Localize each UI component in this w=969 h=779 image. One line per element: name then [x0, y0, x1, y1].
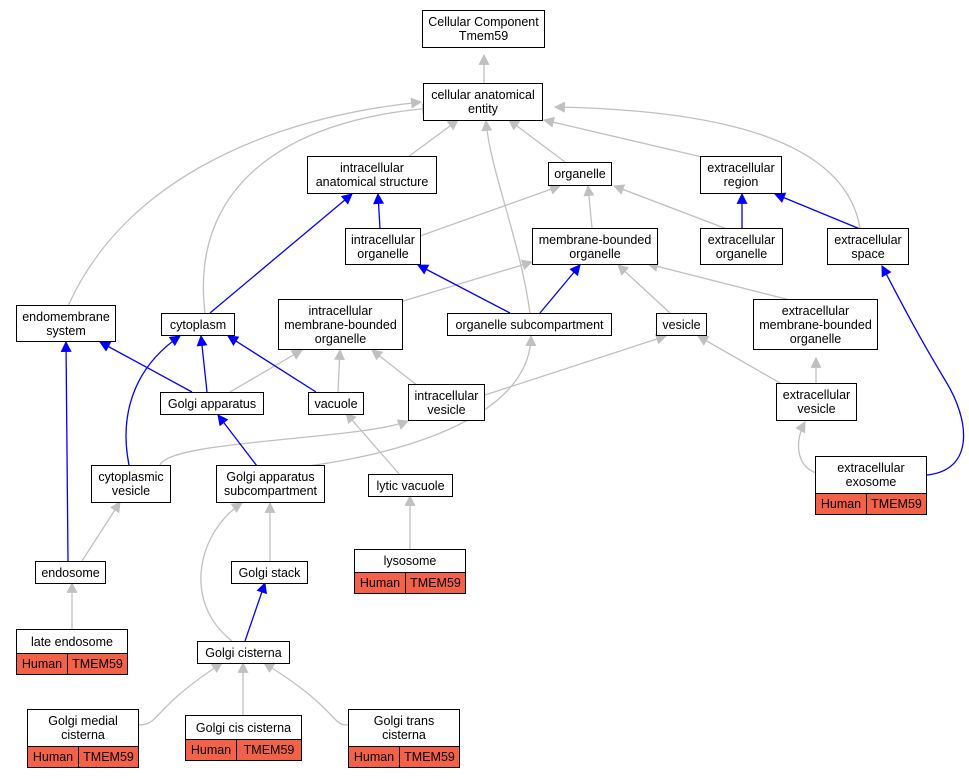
node-organelle[interactable]: organelle — [548, 162, 612, 186]
edge-gmc-gcist — [138, 662, 223, 726]
node-organelle-subcompartment[interactable]: organelle subcompartment — [447, 313, 612, 336]
species-label: Human — [28, 747, 79, 767]
node-label: extracellular exosome — [837, 461, 905, 489]
annotation-row: Human TMEM59 — [17, 653, 127, 674]
node-cellular-anatomical-entity[interactable]: cellular anatomical entity — [423, 83, 543, 121]
node-intracellular-vesicle[interactable]: intracellular vesicle — [408, 384, 485, 421]
gene-label: TMEM59 — [871, 497, 922, 511]
node-cytoplasm[interactable]: cytoplasm — [161, 313, 235, 336]
edge-ems-cae — [67, 97, 423, 307]
gene-label: TMEM59 — [410, 576, 461, 590]
edge-gcist-gstack — [244, 581, 267, 642]
edge-ecmbo-mbo — [646, 261, 791, 301]
edge-exosome-ecv — [795, 421, 817, 474]
node-membrane-bounded-organelle[interactable]: membrane-bounded organelle — [532, 228, 658, 265]
node-golgi-medial-cisterna[interactable]: Golgi medial cisterna Human TMEM59 — [27, 709, 139, 768]
edge-osub-io — [417, 264, 511, 314]
node-golgi-cisterna[interactable]: Golgi cisterna — [197, 641, 290, 664]
node-label: lysosome — [383, 554, 437, 568]
species-label: Human — [816, 494, 867, 514]
node-extracellular-region[interactable]: extracellular region — [700, 156, 782, 194]
node-golgi-trans-cisterna[interactable]: Golgi trans cisterna Human TMEM59 — [348, 709, 460, 768]
edge-iv-imbo — [371, 349, 419, 387]
node-intracellular-anatomical-structure[interactable]: intracellular anatomical structure — [307, 156, 437, 194]
edge-ecr-cae — [542, 116, 703, 158]
edge-gasub-golgi — [217, 414, 258, 467]
edge-vacuole-cyto — [227, 335, 317, 393]
edge-osub-cae — [481, 119, 531, 314]
edge-mbo-organelle — [583, 184, 595, 229]
edge-ecv-vesicle — [697, 335, 781, 384]
annotation-row: Human TMEM59 — [349, 746, 459, 767]
edge-golgi-imbo — [229, 349, 303, 393]
edge-cyto-ias — [209, 193, 353, 314]
gene-label: TMEM59 — [404, 750, 455, 764]
edge-gtc-gcist — [263, 662, 349, 726]
node-extracellular-exosome[interactable]: extracellular exosome Human TMEM59 — [815, 456, 927, 515]
node-label: late endosome — [30, 634, 113, 649]
edge-golgi-ems — [99, 341, 193, 393]
node-golgi-stack[interactable]: Golgi stack — [231, 561, 308, 584]
species-label: Human — [186, 740, 237, 760]
edge-ias-cae — [407, 119, 459, 158]
node-extracellular-vesicle[interactable]: extracellular vesicle — [776, 383, 857, 421]
edge-cv-iv — [159, 419, 410, 466]
node-vacuole[interactable]: vacuole — [308, 392, 364, 415]
edge-exosome-ecs — [881, 265, 965, 476]
edge-organelle-cae — [508, 119, 566, 163]
node-lytic-vacuole[interactable]: lytic vacuole — [368, 474, 453, 497]
edge-vesicle-mbo — [617, 264, 671, 314]
node-endosome[interactable]: endosome — [35, 561, 106, 584]
edge-cyto-cae — [202, 103, 434, 314]
node-label: Golgi trans cisterna — [373, 714, 435, 742]
node-extracellular-space[interactable]: extracellular space — [827, 228, 909, 265]
annotation-row: Human TMEM59 — [28, 746, 138, 767]
node-extracellular-membrane-bounded-organelle[interactable]: extracellular membrane-bounded organelle — [753, 299, 878, 350]
edge-gasub-osub — [299, 334, 537, 468]
edge-cv-cyto — [125, 335, 181, 466]
species-label: Human — [355, 573, 406, 593]
node-cytoplasmic-vesicle[interactable]: cytoplasmic vesicle — [91, 465, 171, 503]
edge-imbo-mbo — [399, 259, 534, 303]
edge-endosome-cv — [81, 501, 121, 562]
gene-label: TMEM59 — [83, 750, 134, 764]
node-cellular-component-root[interactable]: Cellular Component Tmem59 — [422, 10, 545, 48]
node-golgi-cis-cisterna[interactable]: Golgi cis cisterna Human TMEM59 — [185, 715, 302, 761]
edge-eco-organelle — [612, 184, 741, 235]
node-label: Golgi medial cisterna — [48, 714, 118, 742]
gene-label: TMEM59 — [72, 657, 123, 671]
annotation-row: Human TMEM59 — [186, 739, 301, 760]
gene-label: TMEM59 — [243, 743, 295, 757]
node-vesicle[interactable]: vesicle — [656, 313, 707, 336]
node-golgi-apparatus-subcompartment[interactable]: Golgi apparatus subcompartment — [216, 465, 325, 503]
node-late-endosome[interactable]: late endosome Human TMEM59 — [16, 629, 128, 675]
node-lysosome[interactable]: lysosome Human TMEM59 — [354, 549, 466, 594]
node-endomembrane-system[interactable]: endomembrane system — [16, 305, 116, 342]
edge-lv-vacuole — [345, 412, 401, 476]
edge-gcist-gasub — [200, 502, 243, 642]
node-label: Golgi cis cisterna — [195, 720, 292, 735]
node-extracellular-organelle[interactable]: extracellular organelle — [700, 228, 783, 265]
edge-endosome-ems — [60, 340, 72, 562]
edge-golgi-cyto — [196, 334, 208, 393]
species-label: Human — [349, 747, 400, 767]
node-intracellular-organelle[interactable]: intracellular organelle — [345, 228, 421, 265]
node-intracellular-membrane-bounded-organelle[interactable]: intracellular membrane-bounded organelle — [278, 299, 403, 350]
species-label: Human — [17, 654, 68, 674]
edge-iv-vesicle — [484, 333, 668, 396]
edge-io-organelle — [419, 184, 562, 237]
edge-osub-mbo — [539, 264, 581, 314]
edge-ecs-cae — [553, 101, 861, 229]
annotation-row: Human TMEM59 — [816, 493, 926, 514]
edge-ecs-ecr — [773, 192, 861, 230]
node-golgi-apparatus[interactable]: Golgi apparatus — [160, 392, 264, 415]
edge-io-ias — [373, 192, 385, 230]
annotation-row: Human TMEM59 — [355, 572, 465, 593]
edge-vacuole-imbo — [334, 348, 346, 393]
